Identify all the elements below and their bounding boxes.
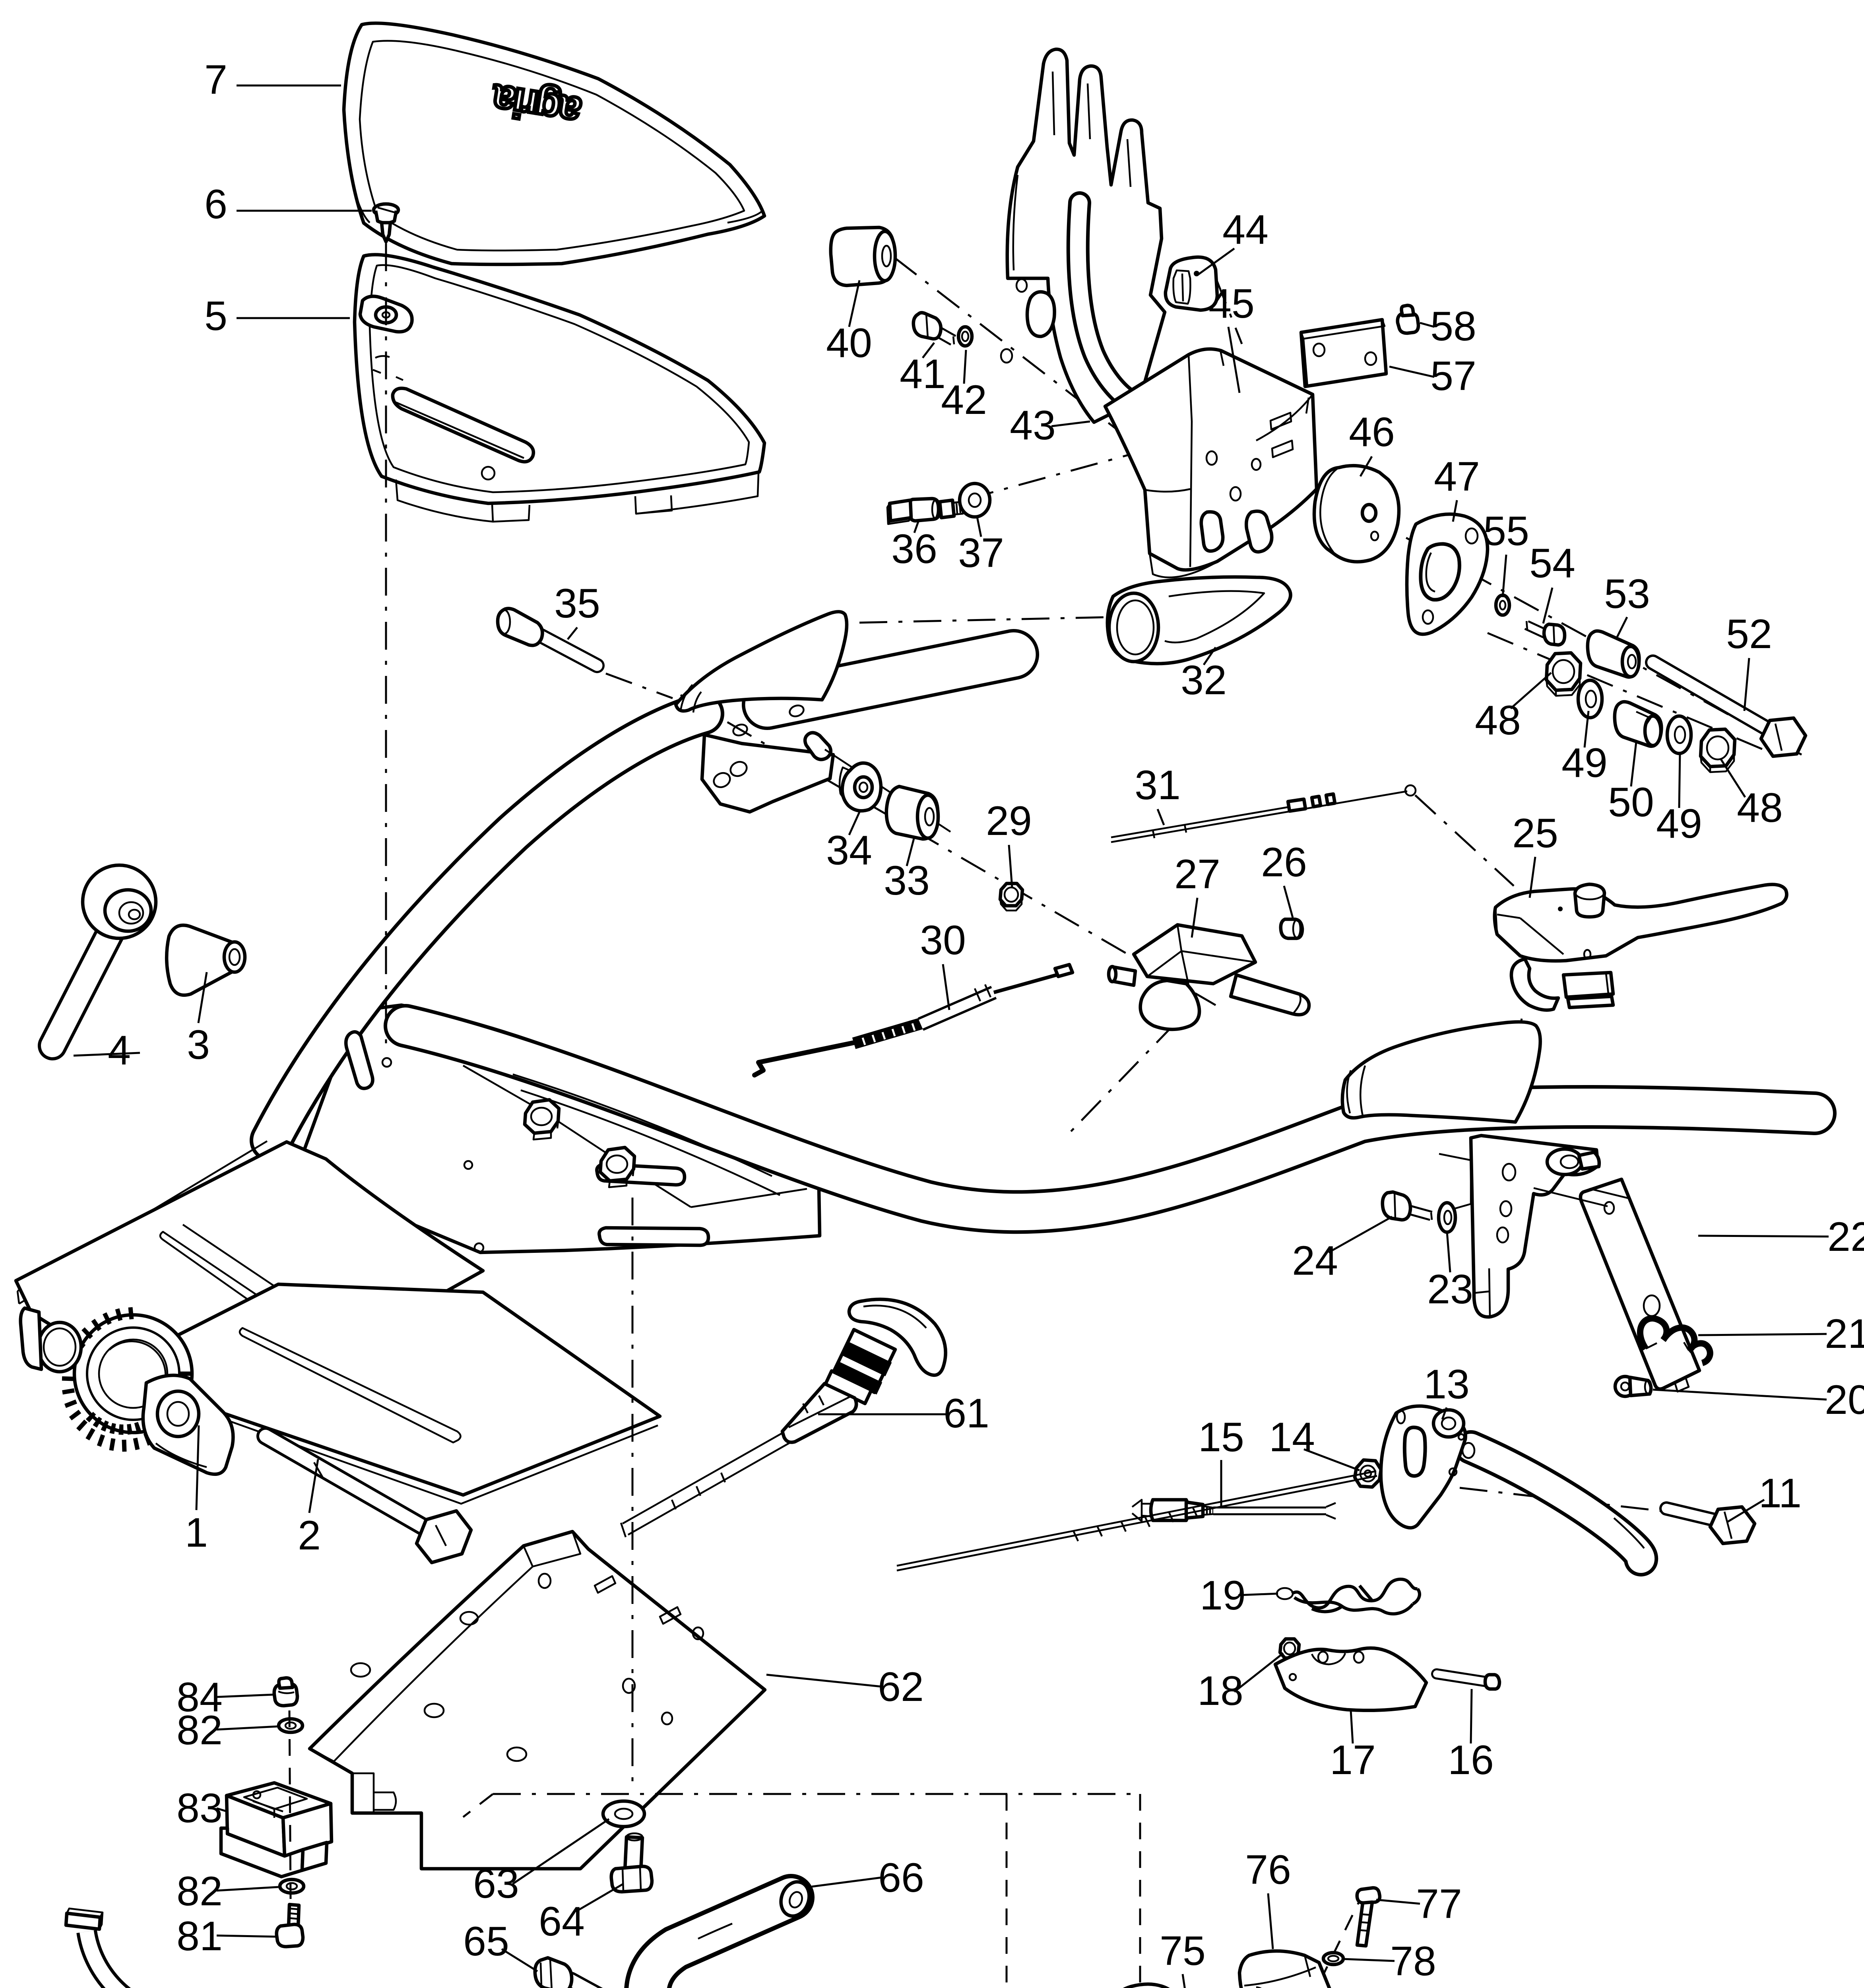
svg-text:14: 14 — [1269, 1414, 1315, 1460]
svg-text:83: 83 — [177, 1785, 223, 1831]
svg-text:3: 3 — [187, 1022, 210, 1068]
svg-text:78: 78 — [1390, 1938, 1436, 1984]
svg-text:46: 46 — [1349, 409, 1395, 455]
svg-text:75: 75 — [1160, 1928, 1206, 1974]
svg-text:30: 30 — [920, 917, 966, 963]
svg-text:82: 82 — [177, 1707, 223, 1753]
svg-text:52: 52 — [1726, 611, 1772, 657]
svg-text:31: 31 — [1135, 762, 1181, 808]
svg-text:24: 24 — [1292, 1238, 1338, 1284]
svg-text:19: 19 — [1200, 1573, 1246, 1619]
svg-text:55: 55 — [1483, 508, 1529, 554]
svg-text:5: 5 — [204, 293, 227, 339]
svg-text:57: 57 — [1430, 353, 1476, 399]
svg-text:13: 13 — [1424, 1361, 1470, 1408]
svg-text:40: 40 — [826, 320, 872, 366]
svg-text:84: 84 — [177, 1674, 223, 1720]
svg-text:35: 35 — [554, 580, 600, 627]
svg-text:11: 11 — [1759, 1470, 1802, 1516]
svg-text:2: 2 — [298, 1512, 321, 1559]
svg-text:32: 32 — [1181, 657, 1227, 703]
svg-text:49: 49 — [1561, 740, 1608, 786]
svg-text:17: 17 — [1330, 1737, 1376, 1783]
svg-text:16: 16 — [1448, 1737, 1494, 1783]
svg-text:37: 37 — [958, 530, 1004, 576]
svg-text:44: 44 — [1222, 207, 1269, 253]
svg-text:27: 27 — [1174, 851, 1220, 897]
svg-text:34: 34 — [826, 827, 872, 874]
svg-text:65: 65 — [463, 1918, 509, 1965]
svg-text:18: 18 — [1197, 1668, 1243, 1714]
svg-text:41: 41 — [900, 351, 946, 397]
svg-text:77: 77 — [1416, 1881, 1462, 1927]
svg-text:7: 7 — [204, 57, 227, 103]
svg-text:45: 45 — [1208, 281, 1255, 327]
svg-text:33: 33 — [884, 858, 930, 904]
svg-text:53: 53 — [1604, 571, 1650, 617]
svg-text:66: 66 — [878, 1855, 924, 1901]
svg-text:76: 76 — [1245, 1847, 1291, 1893]
svg-text:82: 82 — [177, 1868, 223, 1914]
svg-text:26: 26 — [1261, 839, 1307, 885]
svg-text:15: 15 — [1198, 1414, 1244, 1460]
svg-text:64: 64 — [539, 1899, 585, 1945]
svg-text:6: 6 — [204, 181, 227, 227]
svg-text:62: 62 — [878, 1664, 924, 1710]
svg-text:81: 81 — [177, 1913, 223, 1959]
svg-text:4: 4 — [108, 1027, 131, 1074]
svg-text:54: 54 — [1529, 540, 1575, 586]
svg-text:43: 43 — [1010, 402, 1056, 448]
svg-text:48: 48 — [1475, 697, 1521, 744]
svg-text:42: 42 — [941, 377, 987, 423]
svg-text:20: 20 — [1825, 1377, 1864, 1423]
svg-text:25: 25 — [1512, 810, 1558, 856]
svg-text:1: 1 — [185, 1510, 208, 1556]
svg-text:50: 50 — [1608, 779, 1654, 825]
svg-text:29: 29 — [986, 798, 1032, 844]
svg-text:22: 22 — [1827, 1214, 1864, 1260]
svg-text:61: 61 — [943, 1390, 989, 1437]
svg-text:36: 36 — [891, 526, 937, 572]
svg-text:21: 21 — [1825, 1311, 1864, 1357]
svg-text:63: 63 — [473, 1861, 519, 1907]
svg-text:49: 49 — [1656, 801, 1702, 847]
svg-text:47: 47 — [1434, 454, 1480, 500]
svg-text:23: 23 — [1427, 1266, 1473, 1312]
svg-text:48: 48 — [1737, 785, 1783, 831]
svg-text:58: 58 — [1430, 303, 1476, 349]
